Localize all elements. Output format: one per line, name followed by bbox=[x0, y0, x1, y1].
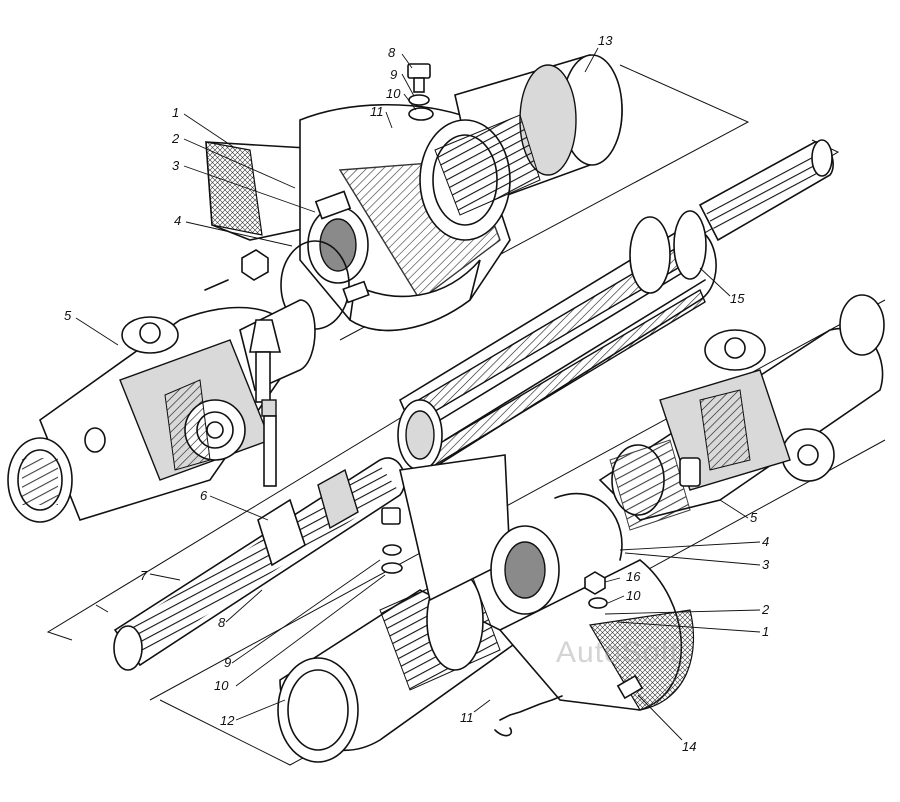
callout-9-top: 9 bbox=[390, 67, 398, 82]
callout-16: 16 bbox=[626, 569, 641, 584]
callout-10-top: 10 bbox=[386, 86, 401, 101]
callout-10-right: 10 bbox=[626, 588, 641, 603]
callout-13: 13 bbox=[598, 33, 613, 48]
watermark-text: AutoSoft bbox=[556, 636, 680, 669]
right-universal-joint bbox=[598, 294, 885, 531]
grease-fitting-and-bolt bbox=[204, 249, 282, 487]
callout-2-bot: 2 bbox=[762, 602, 770, 617]
upper-right-spline-shaft bbox=[698, 139, 834, 242]
callout-5-right: 5 bbox=[750, 510, 758, 525]
callout-6: 6 bbox=[200, 488, 208, 503]
lower-clamp-ring-assembly bbox=[381, 454, 623, 615]
central-slip-tube bbox=[397, 210, 717, 472]
callout-7: 7 bbox=[140, 568, 148, 583]
callout-8-top: 8 bbox=[388, 45, 396, 60]
callout-4-top: 4 bbox=[174, 213, 182, 228]
upper-dust-cover-assembly bbox=[205, 54, 623, 332]
lower-sleeve-assembly bbox=[277, 559, 695, 763]
callout-14: 14 bbox=[682, 739, 697, 754]
callout-11-top: 11 bbox=[370, 104, 384, 119]
leader-lines bbox=[75, 47, 761, 741]
callout-9-bot: 9 bbox=[224, 655, 232, 670]
callout-1-top: 1 bbox=[172, 105, 180, 120]
callout-2-top: 2 bbox=[172, 131, 180, 146]
callout-4-bot: 4 bbox=[762, 534, 770, 549]
callout-8-bot: 8 bbox=[218, 615, 226, 630]
callout-5-left: 5 bbox=[64, 308, 72, 323]
callout-3-top: 3 bbox=[172, 158, 180, 173]
lower-left-spline-shaft bbox=[113, 457, 406, 671]
callout-11-bot: 11 bbox=[460, 710, 474, 725]
callout-1-bot: 1 bbox=[762, 624, 770, 639]
callout-3-bot: 3 bbox=[762, 557, 770, 572]
callout-10-bot: 10 bbox=[214, 678, 229, 693]
callout-15: 15 bbox=[730, 291, 745, 306]
callout-12: 12 bbox=[220, 713, 235, 728]
